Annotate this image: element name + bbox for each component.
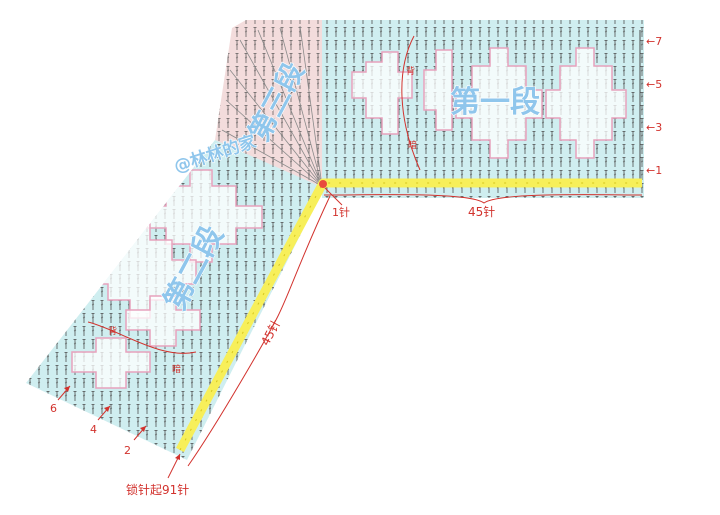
back-label-top: 背	[406, 65, 415, 77]
corner-stitch-annotation: 1针	[324, 187, 350, 219]
corner-stitch-dot	[319, 180, 327, 188]
section-one-label: 第一段	[450, 85, 540, 120]
section-three-panel	[215, 20, 322, 190]
corner-stitch-label: 1针	[332, 205, 350, 219]
fan-lines	[221, 25, 322, 187]
row-number-2: 2	[124, 444, 131, 457]
stitch-count-top-label: 45针	[468, 204, 495, 219]
row-number-5: ←5	[646, 78, 662, 91]
dark-label-top: 暗	[408, 139, 417, 151]
row-number-3: ←3	[646, 121, 662, 134]
section-one-panel	[322, 20, 644, 198]
start-chain-annotation: 锁针起91针	[126, 453, 189, 497]
back-label-left: 背	[108, 325, 117, 337]
row-number-7: ←7	[646, 35, 662, 48]
row-numbers-left: 6 4 2	[50, 385, 147, 457]
row-number-6: 6	[50, 402, 57, 415]
section-two-panel	[26, 140, 324, 460]
stitch-count-top: 45针	[323, 194, 643, 219]
diamond-motifs-top	[351, 35, 627, 171]
row-numbers-right: ←7 ←5 ←3 ←1	[646, 35, 662, 177]
dark-label-left: 暗	[172, 363, 181, 375]
stitch-count-diagonal-label: 45针	[257, 317, 283, 348]
row-number-1: ←1	[646, 164, 662, 177]
row-number-4: 4	[90, 423, 97, 436]
start-chain-label: 锁针起91针	[126, 482, 189, 497]
foundation-chain	[176, 178, 642, 453]
